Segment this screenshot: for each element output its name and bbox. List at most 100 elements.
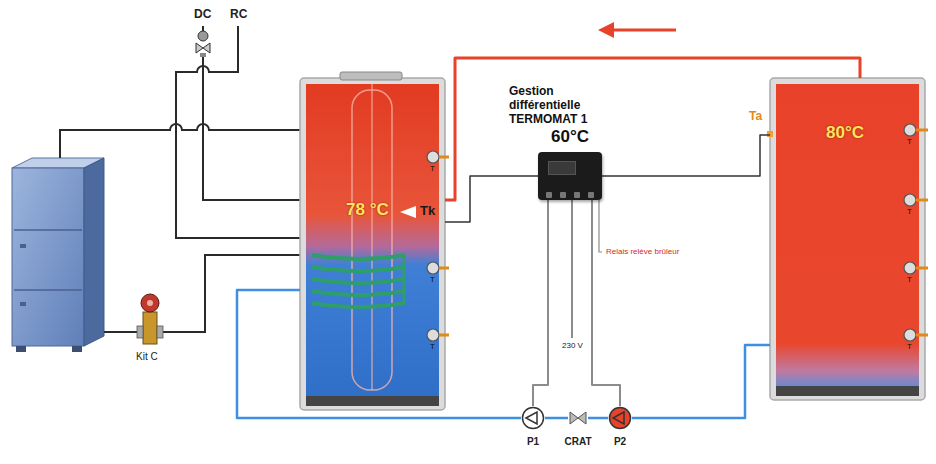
hot-water-tank-body bbox=[403, 255, 406, 303]
boiler bbox=[14, 289, 82, 291]
hot-water-tank: 78 °C bbox=[300, 78, 445, 410]
voltage-label: 230 V bbox=[562, 341, 583, 350]
valve-symbol bbox=[578, 412, 586, 424]
boiler bbox=[84, 158, 104, 346]
mixing-valve bbox=[200, 53, 206, 57]
pump-symbol bbox=[613, 412, 624, 424]
mixing-valve bbox=[198, 31, 208, 41]
flow-arrow bbox=[598, 22, 676, 38]
pump-label: P2 bbox=[600, 436, 640, 448]
temperature-sensor bbox=[904, 329, 916, 341]
differential-controller: Gestion différentielle TERMOMAT 160°C bbox=[505, 84, 635, 200]
hot-water-tank-body bbox=[300, 72, 445, 410]
temperature-sensor bbox=[439, 267, 449, 270]
pipe-label: RC bbox=[230, 8, 247, 22]
sensor-label: T bbox=[907, 137, 912, 146]
pump-symbol bbox=[523, 408, 544, 429]
boiler bbox=[12, 168, 84, 346]
kit-c-assembly bbox=[157, 326, 163, 338]
temperature-sensor bbox=[904, 124, 916, 136]
circulator-pump: P2 bbox=[600, 406, 640, 448]
mixing-valve bbox=[196, 31, 210, 57]
temperature-sensor bbox=[427, 329, 439, 341]
kit-c-assembly bbox=[143, 312, 157, 344]
controller-terminal bbox=[588, 192, 594, 198]
temperature-reading: 78 °C bbox=[346, 200, 389, 220]
hot-water-tank-body bbox=[371, 84, 373, 390]
temperature-reading: 80°C bbox=[826, 123, 864, 143]
circulator-pump: P1 bbox=[513, 406, 553, 448]
controller-heading: Gestion différentielle TERMOMAT 1 bbox=[505, 84, 605, 126]
control-wire bbox=[533, 200, 548, 406]
buffer-tank-body bbox=[770, 78, 925, 400]
relay-note: Relais relève brûleur bbox=[606, 247, 679, 256]
buffer-tank-body bbox=[776, 84, 919, 386]
buffer-tank-body bbox=[767, 131, 773, 137]
return-pipe bbox=[237, 290, 521, 418]
hot-water-tank-body bbox=[340, 72, 402, 80]
sensor-wire bbox=[445, 176, 538, 222]
pump-symbol bbox=[610, 408, 631, 429]
boiler-pipes bbox=[157, 255, 306, 332]
boiler bbox=[12, 158, 104, 352]
sensor-label: T bbox=[907, 275, 912, 284]
flow-arrow bbox=[612, 29, 676, 32]
pump-symbol bbox=[521, 406, 545, 430]
flow-arrow bbox=[598, 22, 614, 38]
temperature-sensor bbox=[904, 194, 916, 206]
setpoint-temperature: 60°C bbox=[505, 126, 635, 148]
return-pipe bbox=[632, 345, 770, 418]
valve-label: CRAT bbox=[558, 436, 598, 448]
kit-c-assembly bbox=[147, 300, 153, 306]
power-wire bbox=[571, 200, 573, 338]
hot-water-tank-body bbox=[300, 78, 445, 410]
pump-label: P1 bbox=[513, 436, 553, 448]
sensor-label: T bbox=[430, 275, 435, 284]
boiler bbox=[20, 244, 26, 248]
pump-symbol bbox=[608, 406, 632, 430]
sensor-label: T bbox=[907, 342, 912, 351]
valve-symbol bbox=[570, 412, 578, 424]
hot-water-tank-body bbox=[306, 84, 439, 396]
temperature-sensor bbox=[427, 124, 928, 341]
temperature-sensor bbox=[439, 334, 449, 337]
hot-water-tank-body bbox=[312, 255, 405, 307]
boiler bbox=[16, 346, 26, 352]
kit-c-assembly bbox=[141, 294, 159, 312]
return-pipe bbox=[545, 417, 568, 420]
hot-water-pipe bbox=[445, 58, 860, 200]
buffer-tank: 80°C bbox=[770, 78, 925, 400]
check-valve: CRAT bbox=[558, 406, 598, 448]
buffer-tank-body bbox=[776, 386, 919, 396]
relay-leader bbox=[599, 200, 602, 252]
hot-water-tank-body bbox=[400, 206, 416, 218]
boiler bbox=[14, 229, 82, 231]
boiler-pipes bbox=[203, 56, 306, 200]
controller-terminal bbox=[560, 192, 566, 198]
boiler bbox=[20, 302, 26, 306]
mixing-valve bbox=[196, 43, 210, 53]
part-name: Kit C bbox=[136, 351, 158, 363]
temperature-sensor bbox=[439, 156, 449, 159]
pipe-label: DC bbox=[194, 8, 211, 22]
pump-symbol bbox=[526, 412, 537, 424]
boiler-pipes bbox=[176, 26, 306, 238]
boiler-pipes bbox=[60, 124, 306, 158]
controller-display bbox=[548, 161, 576, 175]
controller-terminal bbox=[574, 192, 580, 198]
temperature-sensor bbox=[916, 129, 928, 132]
temperature-sensor bbox=[916, 334, 928, 337]
kit-c-assembly bbox=[137, 294, 163, 344]
boiler bbox=[72, 346, 82, 352]
return-pipe bbox=[588, 417, 608, 420]
controller-terminal bbox=[546, 192, 552, 198]
control-wire bbox=[592, 200, 620, 406]
controller-box bbox=[538, 152, 602, 200]
buffer-tank-body bbox=[767, 78, 925, 400]
kit-c-assembly bbox=[137, 326, 143, 338]
sensor-label: T bbox=[430, 164, 435, 173]
sensor-name: Ta bbox=[749, 110, 762, 124]
